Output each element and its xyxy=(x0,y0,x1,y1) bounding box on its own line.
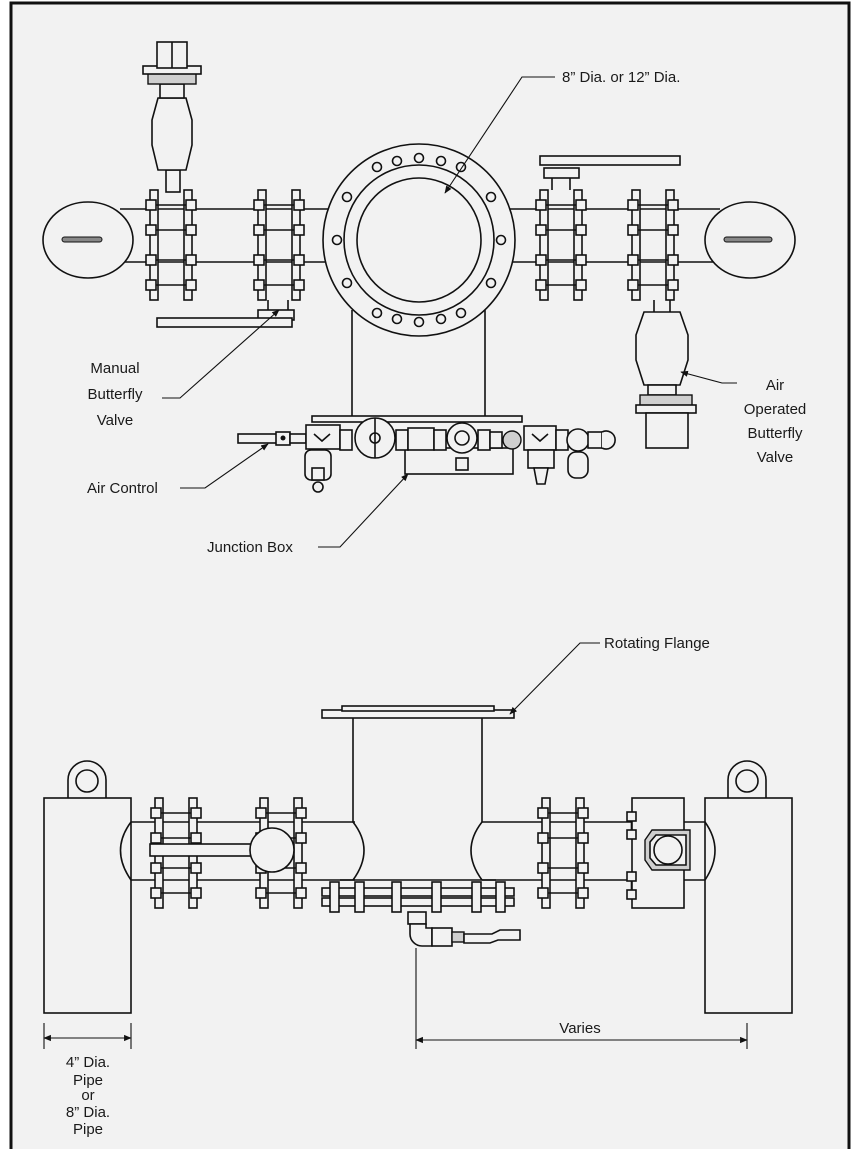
bottom-manual-valve xyxy=(149,827,295,873)
top-view xyxy=(42,41,796,493)
top-right-handle xyxy=(539,155,681,190)
label-air-valve-4: Valve xyxy=(757,449,793,466)
label-dia-top: 8” Dia. or 12” Dia. xyxy=(562,69,680,86)
labels: 8” Dia. or 12” Dia. Manual Butterfly Val… xyxy=(66,69,806,1138)
label-air-control: Air Control xyxy=(87,480,158,497)
air-control-manifold xyxy=(237,417,616,493)
bottom-air-valve-body xyxy=(626,797,691,909)
label-pipe-dia-5: Pipe xyxy=(73,1121,103,1138)
top-left-actuator xyxy=(142,41,202,193)
air-operated-actuator xyxy=(635,300,697,449)
label-junction-box: Junction Box xyxy=(207,539,293,556)
bottom-view xyxy=(43,705,793,1014)
label-air-valve-2: Operated xyxy=(744,401,807,418)
label-pipe-dia-2: Pipe xyxy=(73,1072,103,1089)
label-varies: Varies xyxy=(559,1020,600,1037)
left-end-cap xyxy=(42,201,134,279)
label-air-valve-3: Butterfly xyxy=(747,425,803,442)
pipe-right xyxy=(704,760,793,1014)
label-manual-valve-2: Butterfly xyxy=(87,386,143,403)
label-rotating-flange: Rotating Flange xyxy=(604,635,710,652)
label-manual-valve-1: Manual xyxy=(90,360,139,377)
rotating-flange-tee xyxy=(321,705,521,947)
label-pipe-dia-4: 8” Dia. xyxy=(66,1104,110,1121)
callouts xyxy=(43,76,748,1049)
label-manual-valve-3: Valve xyxy=(97,412,133,429)
pipe-left xyxy=(43,760,132,1014)
main-circular-flange xyxy=(322,143,516,337)
right-end-cap xyxy=(704,201,796,279)
label-pipe-dia-1: 4” Dia. xyxy=(66,1054,110,1071)
label-pipe-dia-3: or xyxy=(81,1087,94,1104)
label-air-valve-1: Air xyxy=(766,377,784,394)
